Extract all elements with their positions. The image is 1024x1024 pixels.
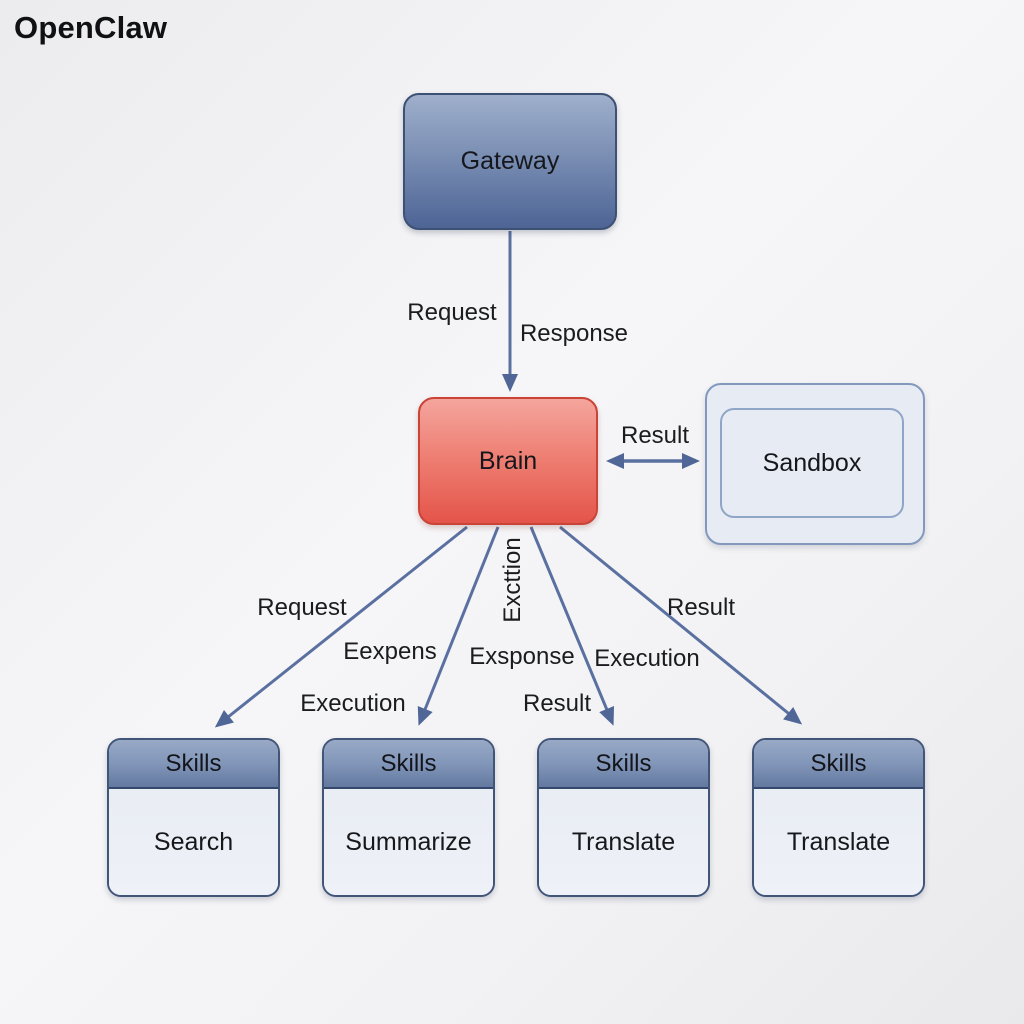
- edge-label-fan-excttion-vertical: Excttion: [499, 537, 526, 623]
- arrow-brain-skill-2: [417, 526, 500, 726]
- gateway-node: Gateway: [403, 93, 617, 230]
- edge-label-response-top: Response: [519, 320, 629, 347]
- skill-label-translate-1: Translate: [571, 827, 676, 856]
- app-title: OpenClaw: [14, 10, 168, 45]
- skills-card-header: Skills: [109, 740, 278, 789]
- sandbox-inner-panel: Sandbox: [720, 408, 904, 518]
- gateway-label: Gateway: [460, 147, 560, 175]
- skill-label-translate-2: Translate: [786, 827, 891, 856]
- skills-card-summarize: Skills Summarize: [322, 738, 495, 897]
- brain-node: Brain: [418, 397, 598, 525]
- skills-header-label: Skills: [165, 749, 222, 777]
- skills-card-body: Translate: [539, 789, 708, 895]
- skills-card-search: Skills Search: [107, 738, 280, 897]
- edge-label-fan-result-right: Result: [666, 594, 736, 621]
- skill-label-search: Search: [153, 827, 234, 856]
- skill-label-summarize: Summarize: [345, 827, 472, 856]
- edge-label-fan-request: Request: [257, 594, 347, 621]
- skills-card-body: Summarize: [324, 789, 493, 895]
- edge-label-fan-result-mid: Result: [522, 690, 592, 717]
- edge-label-fan-execution-left: Execution: [300, 690, 406, 717]
- skills-header-label: Skills: [810, 749, 867, 777]
- skills-card-header: Skills: [539, 740, 708, 789]
- sandbox-label: Sandbox: [762, 448, 862, 477]
- skills-card-body: Translate: [754, 789, 923, 895]
- skills-card-body: Search: [109, 789, 278, 895]
- edge-label-fan-exsponse: Exsponse: [469, 643, 575, 670]
- skills-header-label: Skills: [595, 749, 652, 777]
- sandbox-node: Sandbox: [705, 383, 925, 545]
- edge-label-result-sandbox: Result: [620, 422, 690, 449]
- edge-label-fan-eexpens: Eexpens: [343, 638, 437, 665]
- skills-card-header: Skills: [324, 740, 493, 789]
- edge-label-request-top: Request: [407, 299, 497, 326]
- arrow-brain-skill-4: [559, 525, 803, 725]
- skills-card-translate-1: Skills Translate: [537, 738, 710, 897]
- edge-label-fan-execution-right: Execution: [594, 645, 700, 672]
- skills-header-label: Skills: [380, 749, 437, 777]
- brain-label: Brain: [478, 446, 538, 475]
- skills-card-header: Skills: [754, 740, 923, 789]
- skills-card-translate-2: Skills Translate: [752, 738, 925, 897]
